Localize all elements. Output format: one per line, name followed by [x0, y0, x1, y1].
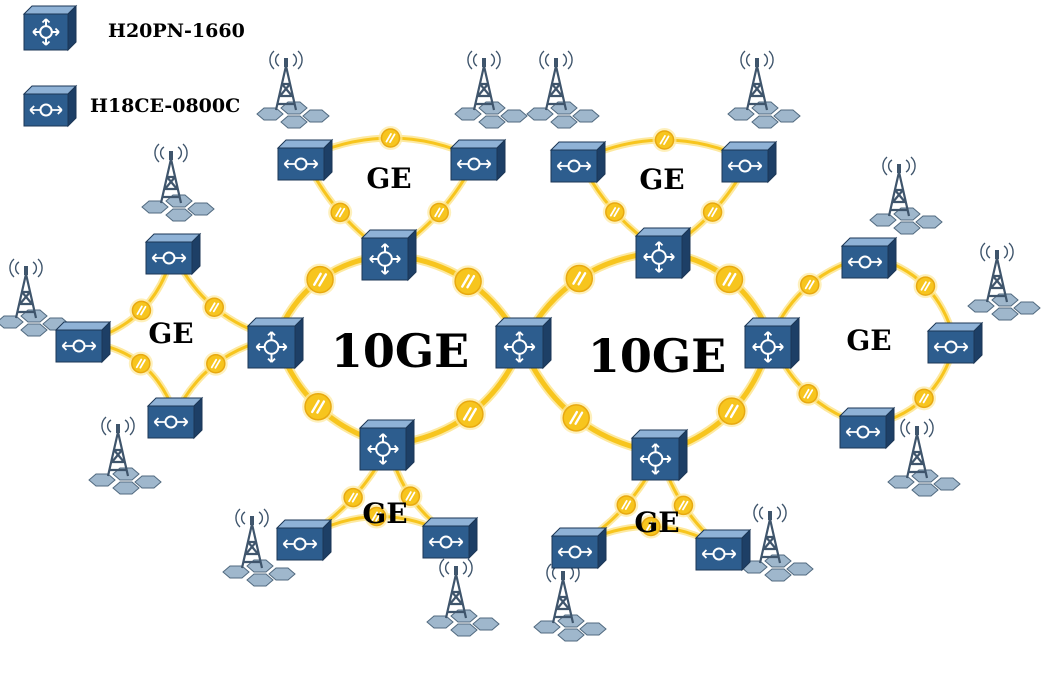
cell-tower-icon	[526, 50, 600, 129]
devices-layer	[22, 4, 984, 572]
optical-link-icon	[452, 265, 485, 298]
legend-label-h18ce: H18CE-0800C	[90, 95, 241, 117]
router-bidirectional-arrows-icon	[720, 140, 778, 184]
optical-link-icon	[453, 398, 486, 431]
router-bidirectional-arrows-icon	[22, 84, 78, 128]
labels-layer: 10GE 10GE GE GE GE GE GE GE	[148, 162, 891, 539]
router-cross-arrows-icon	[358, 418, 416, 472]
router-cross-arrows-icon	[360, 228, 418, 282]
cell-tower-icon	[740, 503, 814, 582]
cell-tower-icon	[727, 50, 801, 129]
optical-link-icon	[912, 386, 937, 411]
cell-tower-icon	[454, 50, 528, 129]
router-cross-arrows-icon	[630, 428, 689, 482]
router-bidirectional-arrows-icon	[549, 140, 607, 184]
router-cross-arrows-icon	[494, 316, 553, 370]
optical-link-icon	[398, 484, 423, 509]
optical-link-icon	[378, 126, 403, 150]
router-bidirectional-arrows-icon	[550, 526, 608, 570]
optical-link-icon	[128, 351, 153, 376]
optical-link-icon	[560, 401, 593, 434]
optical-link-icon	[364, 504, 389, 529]
optical-link-icon	[797, 272, 822, 297]
router-bidirectional-arrows-icon	[54, 320, 112, 364]
router-bidirectional-arrows-icon	[926, 321, 984, 365]
optical-link-icon	[700, 200, 725, 225]
ring-label-10ge-left: 10GE	[331, 324, 469, 378]
router-bidirectional-arrows-icon	[275, 518, 333, 562]
router-bidirectional-arrows-icon	[694, 528, 752, 572]
optical-link-icon	[341, 485, 366, 510]
ring-label-ge-left: GE	[148, 317, 193, 350]
towers-layer	[0, 50, 1041, 642]
router-bidirectional-arrows-icon	[840, 236, 898, 280]
cell-tower-icon	[533, 563, 607, 642]
link-markers-layer	[128, 126, 938, 539]
optical-link-icon	[913, 274, 938, 299]
ring-label-ge-bottom-right: GE	[634, 506, 679, 539]
optical-link-icon	[129, 298, 154, 323]
cell-tower-icon	[887, 418, 961, 497]
ring-label-ge-bottom-left: GE	[362, 497, 407, 530]
router-bidirectional-arrows-icon	[146, 396, 204, 440]
optical-link-icon	[715, 395, 748, 428]
cell-tower-icon	[967, 242, 1041, 321]
router-cross-arrows-icon	[22, 4, 78, 52]
optical-link-icon	[638, 514, 663, 539]
optical-link-icon	[796, 381, 821, 406]
router-bidirectional-arrows-icon	[144, 232, 202, 276]
ring-label-ge-right: GE	[846, 324, 891, 357]
optical-link-icon	[328, 200, 353, 225]
optical-link-icon	[202, 295, 227, 320]
cell-tower-icon	[426, 558, 500, 637]
router-bidirectional-arrows-icon	[276, 138, 334, 182]
cell-tower-icon	[256, 50, 330, 129]
optical-link-icon	[304, 263, 337, 296]
cell-tower-icon	[0, 258, 70, 337]
optical-link-icon	[602, 200, 627, 225]
optical-link-icon	[563, 262, 596, 295]
cell-tower-icon	[141, 143, 215, 222]
router-cross-arrows-icon	[634, 226, 692, 280]
cell-tower-icon	[88, 416, 162, 495]
router-bidirectional-arrows-icon	[421, 516, 479, 560]
router-cross-arrows-icon	[743, 316, 801, 370]
ring-label-ge-top-right: GE	[639, 163, 684, 196]
optical-link-icon	[427, 200, 452, 225]
optical-link-icon	[302, 390, 335, 423]
cell-tower-icon	[222, 508, 296, 587]
ring-label-10ge-right: 10GE	[588, 329, 726, 383]
optical-link-icon	[203, 351, 228, 376]
optical-link-icon	[614, 492, 639, 517]
router-bidirectional-arrows-icon	[449, 138, 507, 182]
optical-link-icon	[652, 128, 677, 152]
optical-link-icon	[713, 263, 746, 296]
optical-link-icon	[671, 493, 696, 518]
legend-label-h20pn: H20PN-1660	[108, 20, 245, 42]
router-cross-arrows-icon	[246, 316, 305, 370]
cell-tower-icon	[869, 156, 943, 235]
router-bidirectional-arrows-icon	[838, 406, 896, 450]
ring-label-ge-top-left: GE	[366, 162, 411, 195]
